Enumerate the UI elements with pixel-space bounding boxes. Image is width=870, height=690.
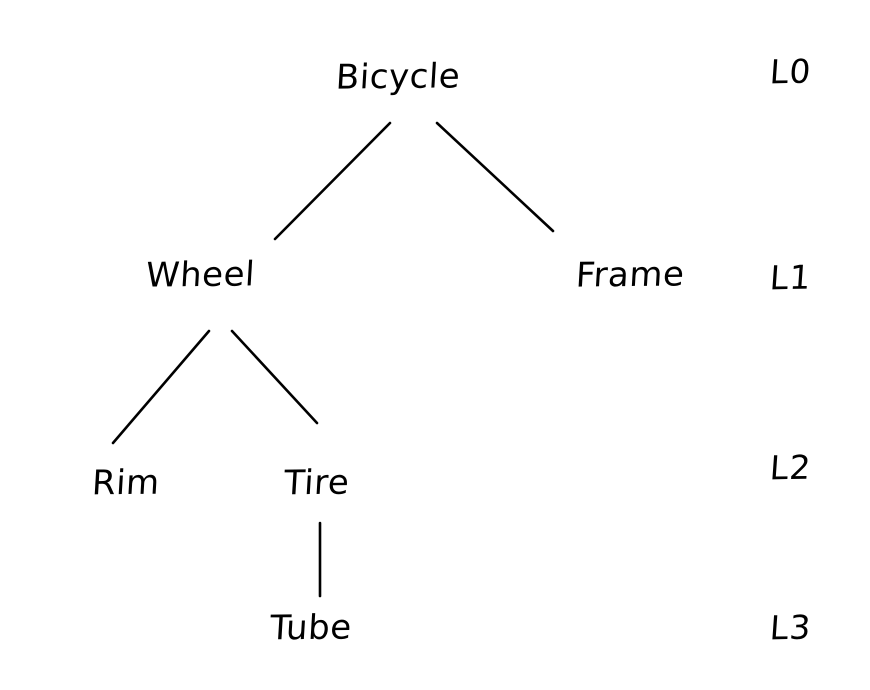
- level-label-l0: L0: [768, 51, 813, 92]
- level-label-l1: L1: [768, 257, 813, 298]
- level-label-l2: L2: [768, 447, 813, 488]
- edge-bicycle-wheel: [273, 121, 392, 241]
- node-frame: Frame: [574, 254, 686, 296]
- node-wheel: Wheel: [144, 254, 257, 296]
- edge-bicycle-frame: [435, 121, 555, 233]
- node-tube: Tube: [268, 607, 353, 649]
- edge-wheel-rim: [111, 329, 211, 445]
- level-label-l3: L3: [768, 607, 813, 648]
- node-tire: Tire: [282, 462, 351, 504]
- edge-wheel-tire: [230, 329, 319, 425]
- node-bicycle: Bicycle: [334, 56, 462, 98]
- node-rim: Rim: [90, 462, 161, 504]
